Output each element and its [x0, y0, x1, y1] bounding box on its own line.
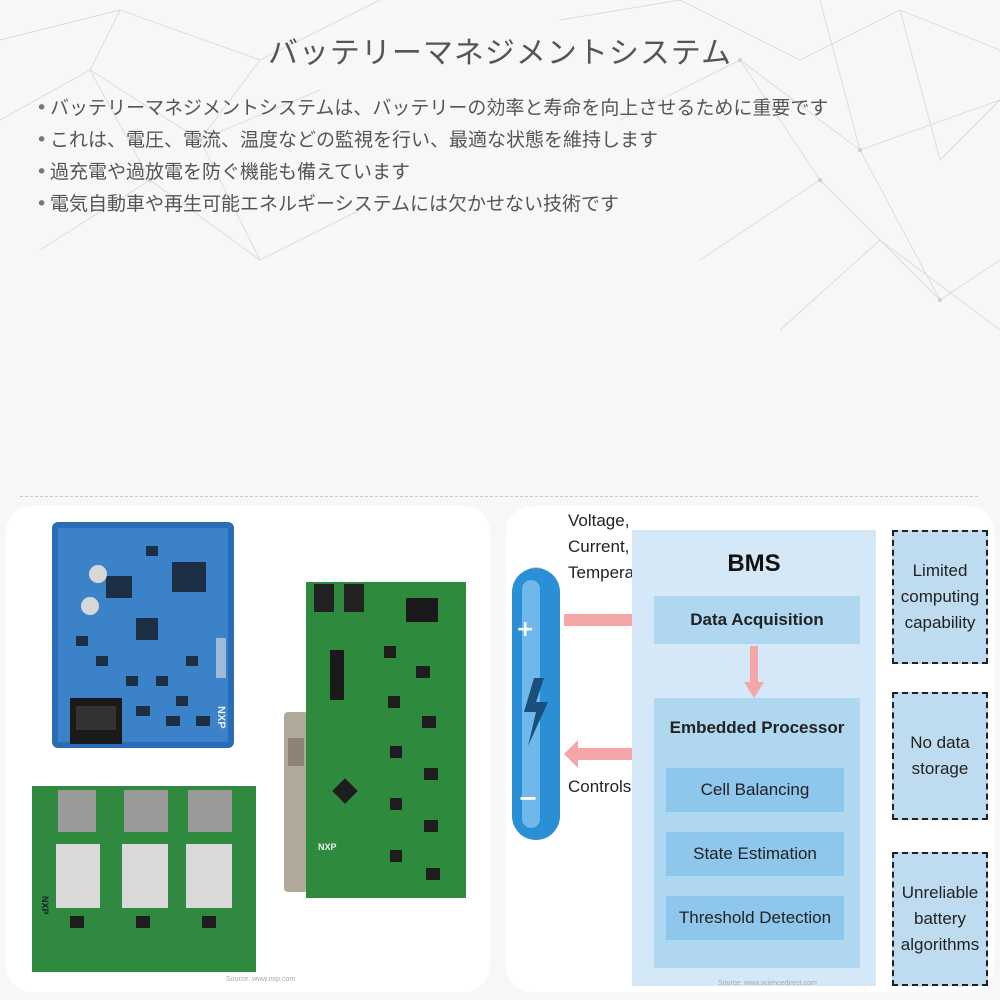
diagram-source-note: Source: www.sciencedirect.com — [718, 980, 817, 987]
state-estimation-block: State Estimation — [666, 832, 844, 876]
image-source-note: Source: www.nxp.com — [226, 976, 296, 983]
section-divider — [20, 496, 978, 497]
limitation-computing: Limited computing capability — [892, 530, 988, 664]
svg-text:NXP: NXP — [215, 706, 227, 729]
cell-balancing-block: Cell Balancing — [666, 768, 844, 812]
svg-text:+: + — [516, 617, 534, 642]
bullet-item: •これは、電圧、電流、温度などの監視を行い、最適な状態を維持します — [36, 129, 659, 151]
slide-title: バッテリーマネジメントシステム — [267, 36, 733, 71]
bullet-item: •バッテリーマネジメントシステムは、バッテリーの効率と寿命を向上させるために重要… — [36, 97, 829, 119]
bullet-item: •過充電や過放電を防ぐ機能も備えています — [36, 161, 411, 183]
svg-text:NXP: NXP — [318, 842, 337, 852]
controls-label: Controls — [568, 777, 632, 796]
down-arrow — [744, 646, 764, 698]
embedded-processor-title: Embedded Processor — [669, 718, 845, 737]
threshold-detection-block: Threshold Detection — [666, 896, 844, 940]
blue-circuit-board: NXP — [52, 522, 234, 748]
embedded-processor-block: Embedded Processor Cell Balancing State … — [654, 698, 860, 968]
bullet-item: •電気自動車や再生可能エネルギーシステムには欠かせない技術です — [36, 193, 620, 215]
svg-text:NXP: NXP — [40, 896, 50, 915]
bms-diagram-panel: + − Voltage, Current, Temperature Contro… — [506, 506, 994, 992]
board-photo-panel: NXP NXP — [6, 506, 490, 992]
green-circuit-board-bottom: NXP — [32, 786, 256, 972]
green-circuit-board-right: NXP — [284, 582, 466, 898]
bullet-list: •バッテリーマネジメントシステムは、バッテリーの効率と寿命を向上させるために重要… — [36, 92, 966, 220]
battery-icon: + − — [512, 567, 560, 840]
background-network-pattern — [0, 0, 1000, 331]
limitation-storage: No data storage — [892, 692, 988, 820]
bms-title: BMS — [727, 550, 781, 577]
circuit-boards-image: NXP NXP — [32, 522, 466, 972]
bms-box: BMS Data Acquisition Embedded Processor … — [632, 530, 876, 986]
data-acquisition-block: Data Acquisition — [654, 596, 860, 644]
svg-text:−: − — [518, 784, 538, 812]
limitation-algorithms: Unreliable battery algorithms — [892, 852, 988, 986]
